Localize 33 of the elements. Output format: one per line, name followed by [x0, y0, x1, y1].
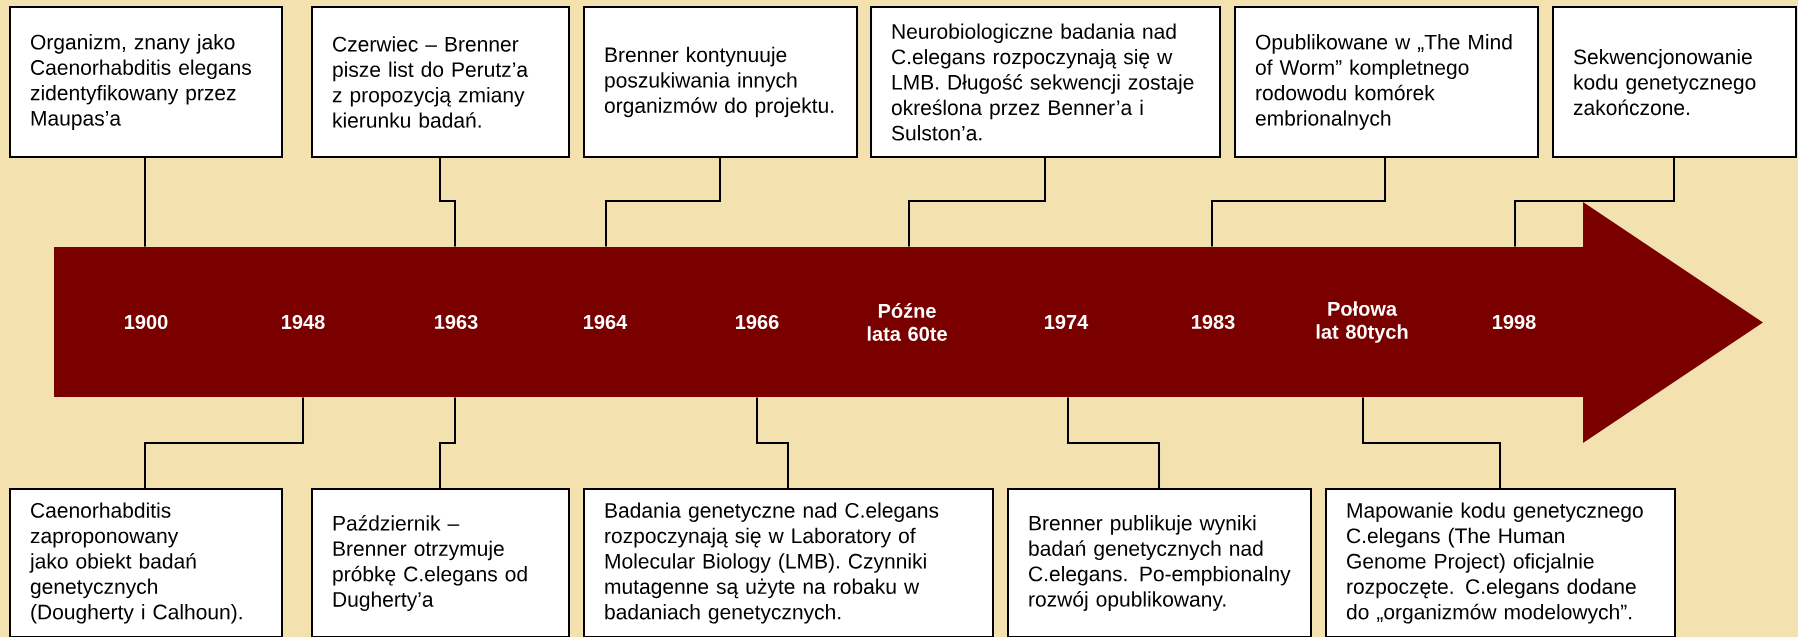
- event-box: Październik – Brenner otrzymuje próbkę C.elegans od Dugherty’a: [311, 488, 570, 637]
- year-label: Połowa lat 80tych: [1316, 301, 1408, 343]
- event-box: Opublikowane w „The Mind of Worm” kompletnego rodowodu komórek embrionalnych: [1234, 6, 1539, 158]
- connector-line: [439, 157, 456, 248]
- year-label: 1963: [435, 314, 478, 330]
- year-label: 1998: [1493, 314, 1536, 330]
- event-box: Brenner publikuje wyniki badań genetycznych nad C.elegans. Po-empbionalny rozwój opublikowany.: [1007, 488, 1312, 637]
- event-box: Czerwiec – Brenner pisze list do Perutz’a z propozycją zmiany kierunku badań.: [311, 6, 570, 158]
- connector-line: [439, 396, 456, 489]
- event-box: Organizm, znany jako Caenorhabditis elegans zidentyfikowany przez Maupas’a: [9, 6, 283, 158]
- year-label: 1974: [1045, 314, 1089, 330]
- event-box: Sekwencjonowanie kodu genetycznego zakończone.: [1552, 6, 1797, 158]
- event-box: Mapowanie kodu genetycznego C.elegans (The Human Genome Project) oficjalnie rozpoczęte. C.elegans dodane do „organizmów modelowych”.: [1325, 488, 1677, 637]
- event-box: Neurobiologiczne badania nad C.elegans rozpoczynają się w LMB. Długość sekwencji zostaje określona przez Benner’a i Sulston’a.: [870, 6, 1221, 158]
- timeline-arrow: [54, 202, 1764, 443]
- year-label: 1983: [1192, 314, 1235, 330]
- year-label: 1900: [125, 314, 168, 330]
- connector-line: [605, 157, 721, 248]
- connector-line: [908, 157, 1046, 248]
- connector-line: [756, 396, 789, 489]
- year-label: 1964: [584, 314, 628, 330]
- year-label: 1948: [282, 314, 325, 330]
- connector-line: [1211, 157, 1386, 248]
- connector-line: [144, 396, 304, 489]
- event-box: Caenorhabditis zaproponowany jako obiekt badań genetycznych (Dougherty i Calhoun).: [9, 488, 283, 637]
- connector-line: [1362, 396, 1501, 489]
- year-label: 1966: [736, 314, 779, 330]
- event-box: Brenner kontynuuje poszukiwania innych organizmów do projektu.: [583, 6, 858, 158]
- connector-line: [1514, 157, 1675, 248]
- year-label: Późne lata 60te: [867, 303, 947, 341]
- event-box: Badania genetyczne nad C.elegans rozpoczynają się w Laboratory of Molecular Biology (LMB). Czynniki mutagenne są użyte na robaku w badaniach genetycznych.: [583, 488, 994, 637]
- connector-line: [1067, 396, 1160, 489]
- connector-line: [144, 157, 146, 248]
